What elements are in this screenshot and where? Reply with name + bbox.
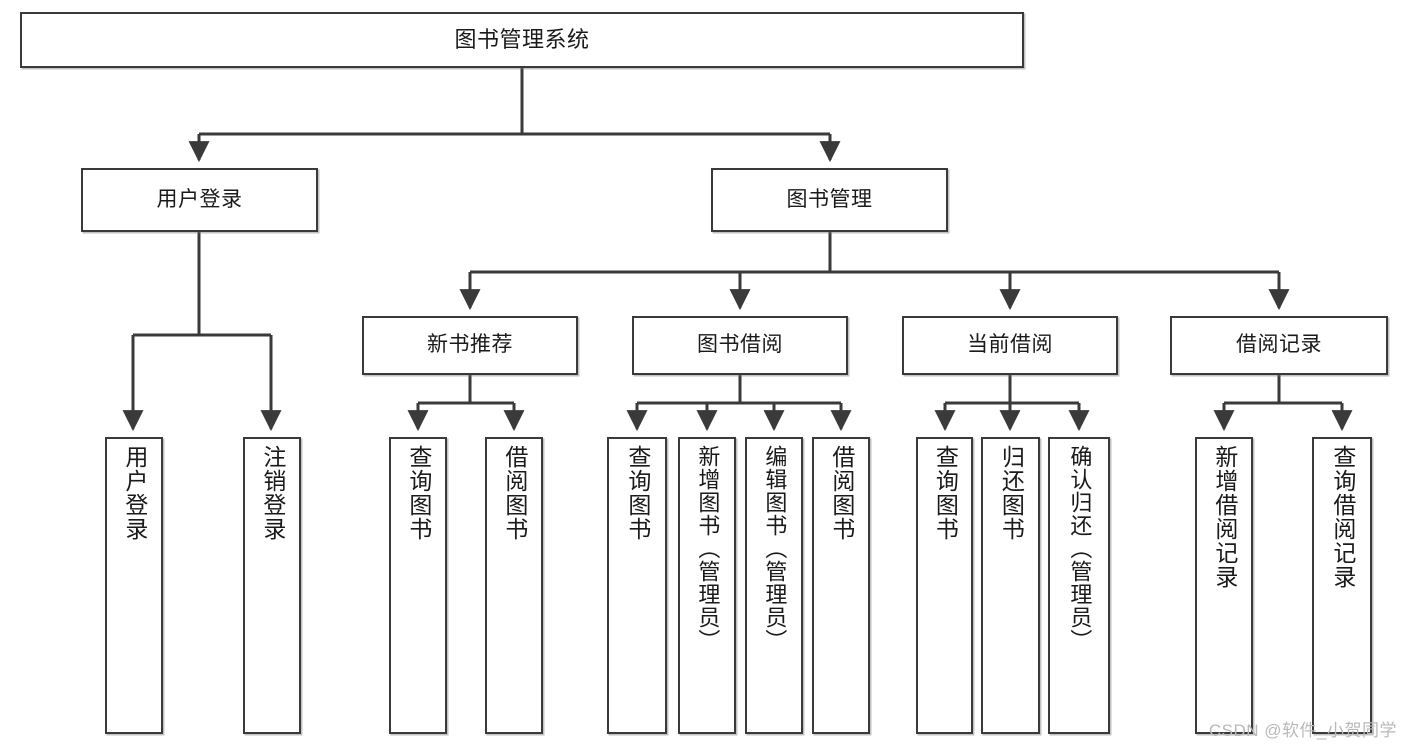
leaf-current-return-book[interactable]: 归还图书 — [981, 437, 1040, 734]
node-book-management[interactable]: 图书管理 — [711, 168, 948, 232]
node-label: 新增借阅记录 — [1211, 445, 1238, 589]
node-label: 图书借阅 — [697, 333, 783, 357]
node-label: 归还图书 — [998, 445, 1025, 541]
node-borrow-records[interactable]: 借阅记录 — [1170, 316, 1388, 375]
node-label: 图书管理系统 — [454, 27, 590, 53]
leaf-borrow-add-book-admin[interactable]: 新增图书（管理员） — [678, 437, 736, 734]
node-label: 注销登录 — [259, 445, 286, 541]
leaf-new-book-query[interactable]: 查询图书 — [389, 437, 447, 734]
node-label: 用户登录 — [121, 445, 148, 541]
leaf-records-query-record[interactable]: 查询借阅记录 — [1312, 437, 1372, 734]
node-label: 用户登录 — [156, 187, 243, 211]
node-label: 借阅记录 — [1236, 333, 1322, 357]
leaf-borrow-borrow-book[interactable]: 借阅图书 — [812, 437, 870, 734]
leaf-new-book-borrow[interactable]: 借阅图书 — [485, 437, 543, 734]
leaf-borrow-edit-book-admin[interactable]: 编辑图书（管理员） — [745, 437, 803, 734]
node-current-borrow[interactable]: 当前借阅 — [902, 316, 1118, 375]
node-new-book-recommend[interactable]: 新书推荐 — [362, 316, 578, 375]
node-label: 查询借阅记录 — [1329, 445, 1356, 589]
leaf-borrow-query-book[interactable]: 查询图书 — [607, 437, 667, 734]
node-root-system[interactable]: 图书管理系统 — [20, 12, 1024, 68]
node-user-login[interactable]: 用户登录 — [81, 168, 318, 232]
node-label: 新书推荐 — [427, 333, 513, 357]
node-label: 查询图书 — [932, 445, 959, 541]
leaf-user-login-login[interactable]: 用户登录 — [105, 437, 163, 734]
node-label: 借阅图书 — [828, 445, 855, 541]
node-label: 确认归还（管理员） — [1067, 445, 1093, 652]
leaf-current-confirm-return-admin[interactable]: 确认归还（管理员） — [1048, 437, 1110, 734]
node-label: 图书管理 — [786, 187, 873, 211]
node-book-borrow[interactable]: 图书借阅 — [632, 316, 848, 375]
node-label: 当前借阅 — [967, 333, 1053, 357]
leaf-records-add-record[interactable]: 新增借阅记录 — [1195, 437, 1253, 734]
node-label: 查询图书 — [405, 445, 432, 541]
node-label: 编辑图书（管理员） — [762, 445, 788, 652]
leaf-user-login-logout[interactable]: 注销登录 — [243, 437, 301, 734]
leaf-current-query-book[interactable]: 查询图书 — [916, 437, 973, 734]
node-label: 新增图书（管理员） — [695, 445, 721, 652]
node-label: 借阅图书 — [501, 445, 528, 541]
node-label: 查询图书 — [624, 445, 651, 541]
